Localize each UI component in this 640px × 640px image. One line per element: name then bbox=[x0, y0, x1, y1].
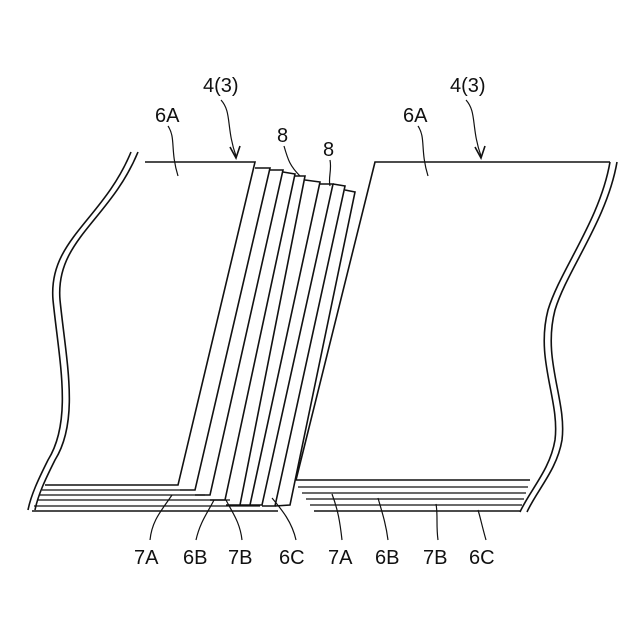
leader-8-right bbox=[329, 160, 330, 186]
label-6A-left: 6A bbox=[155, 105, 180, 127]
label-7B-right: 7B bbox=[423, 547, 447, 569]
left-arrow-leader bbox=[221, 100, 236, 156]
leader-8-left bbox=[284, 146, 300, 176]
leader-6C-right bbox=[478, 510, 486, 540]
leader-7A-left bbox=[150, 495, 172, 540]
leader-6A-left bbox=[168, 126, 178, 176]
label-6A-right: 6A bbox=[403, 105, 428, 127]
leader-6B-right bbox=[378, 498, 388, 540]
leader-7B-right bbox=[436, 504, 438, 540]
left-8-sheet-3 bbox=[210, 172, 295, 500]
label-8-right: 8 bbox=[323, 139, 334, 161]
label-6C-left: 6C bbox=[279, 547, 305, 569]
left-8-sheet-4 bbox=[226, 176, 305, 505]
left-8-sheet-1 bbox=[180, 168, 270, 490]
right-8-sheet-1 bbox=[240, 180, 320, 505]
label-7B-left: 7B bbox=[228, 547, 252, 569]
right-8-sheet-3 bbox=[262, 184, 345, 506]
label-6C-right: 6C bbox=[469, 547, 495, 569]
leader-6A-right bbox=[418, 126, 428, 176]
label-6B-right: 6B bbox=[375, 547, 399, 569]
right-8-sheet-2 bbox=[250, 184, 333, 505]
label-7A-right: 7A bbox=[328, 547, 353, 569]
left-break-line-inner bbox=[28, 152, 131, 510]
right-break-line bbox=[520, 162, 610, 512]
label-ref-right: 4(3) bbox=[450, 75, 486, 97]
label-8-left: 8 bbox=[277, 125, 288, 147]
label-ref-left: 4(3) bbox=[203, 75, 239, 97]
right-8-sheet-4 bbox=[275, 190, 355, 506]
left-8-sheet-2 bbox=[195, 170, 283, 495]
right-arrow-leader bbox=[466, 100, 481, 156]
right-break-line-inner bbox=[527, 162, 617, 512]
leader-7A-right bbox=[332, 494, 342, 540]
label-7A-left: 7A bbox=[134, 547, 159, 569]
label-6B-left: 6B bbox=[183, 547, 207, 569]
